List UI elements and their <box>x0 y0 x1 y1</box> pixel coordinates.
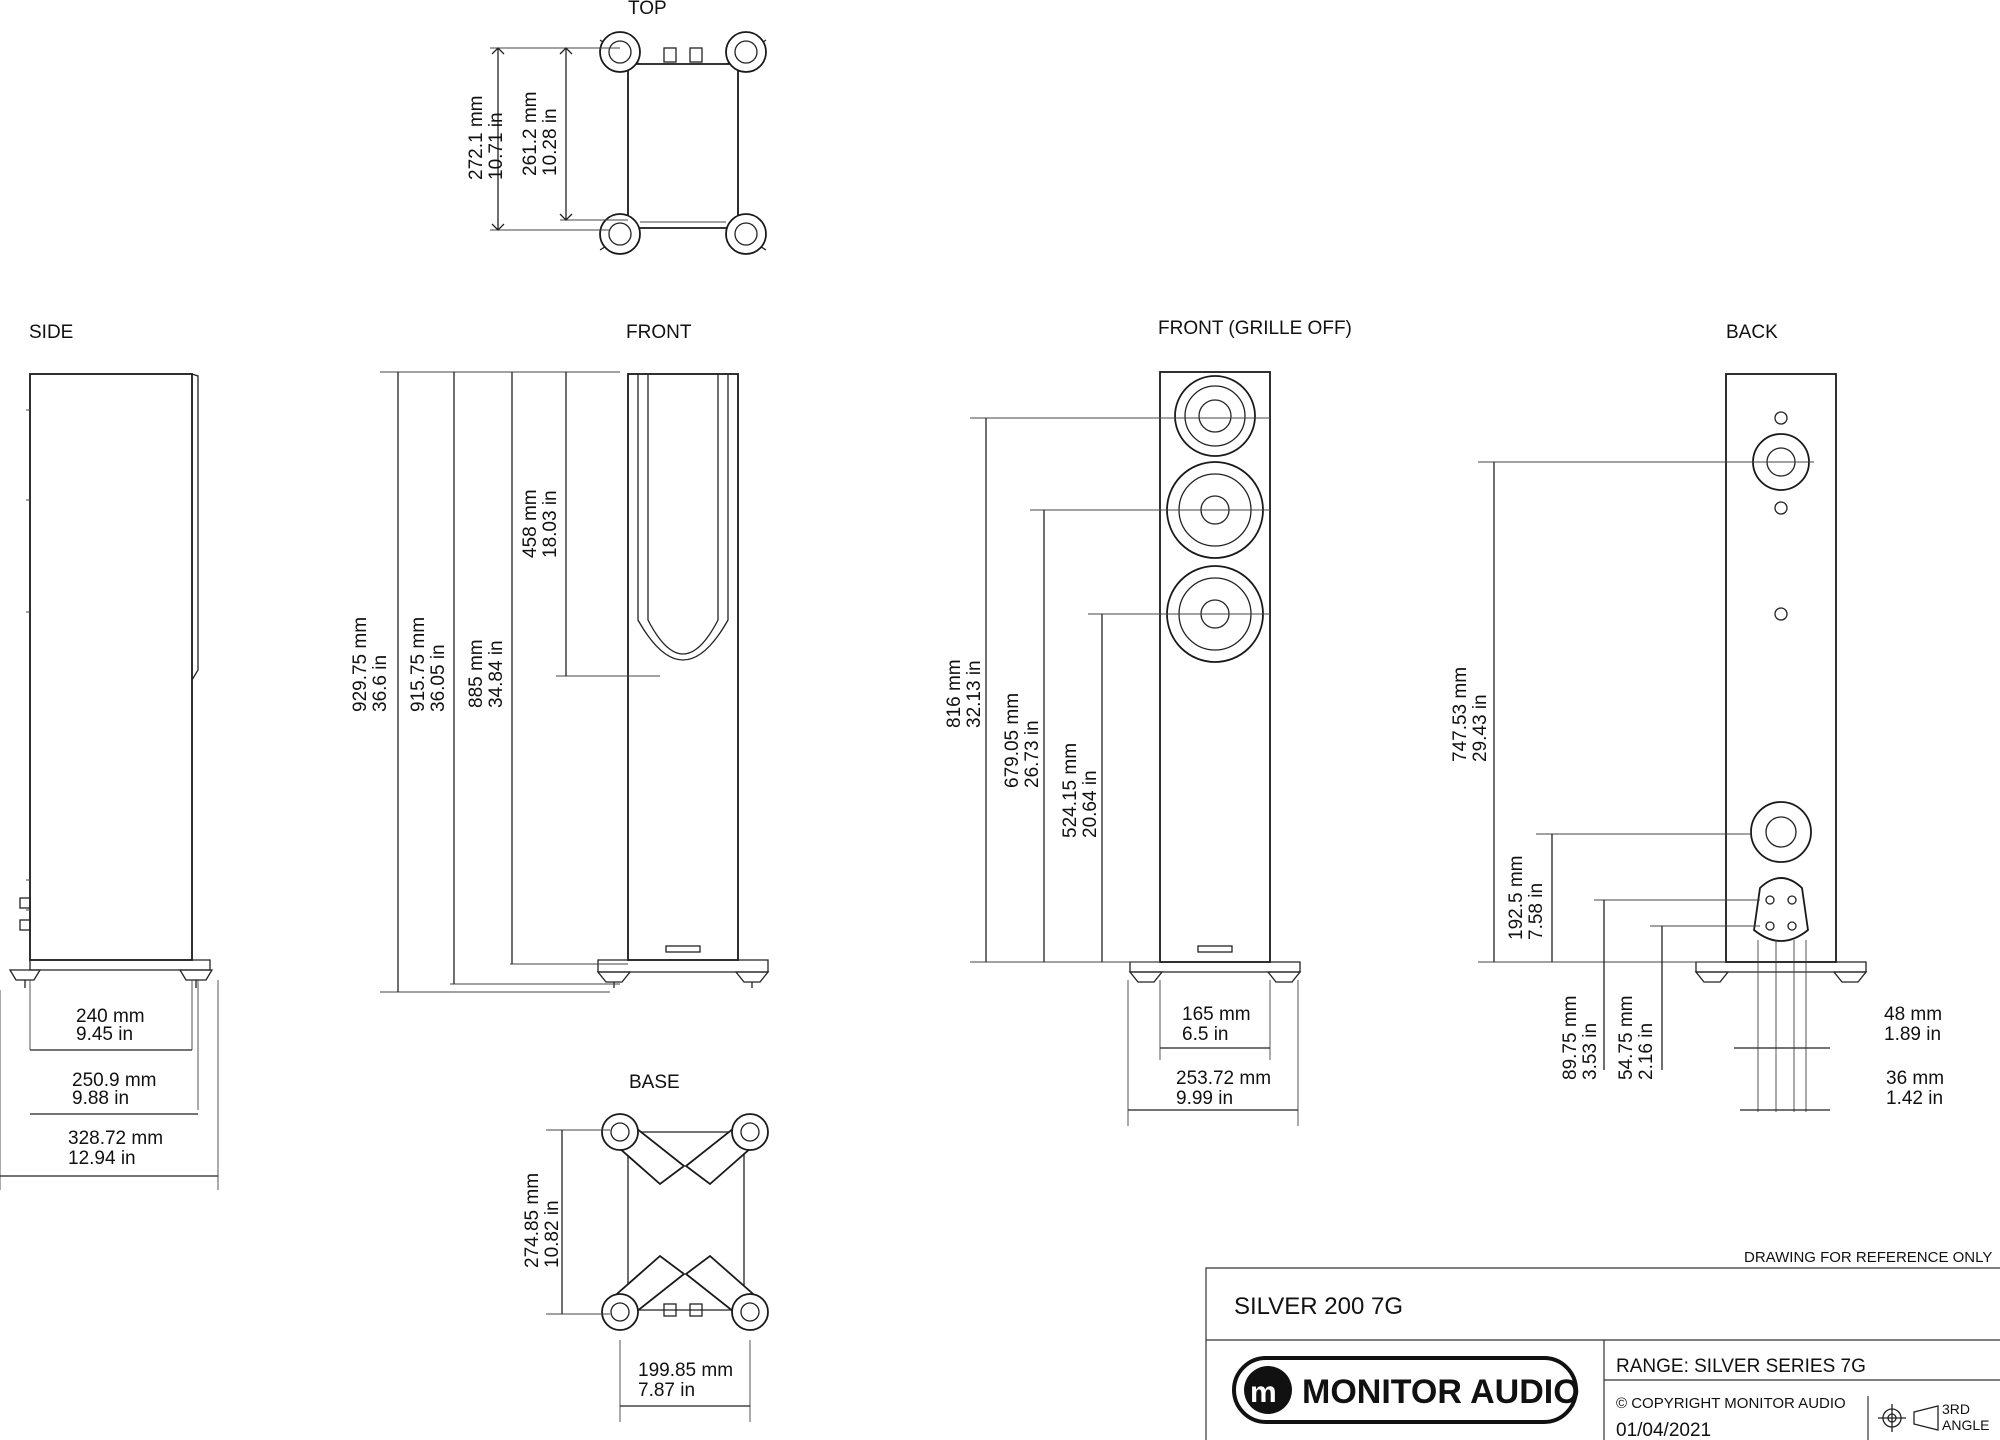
svg-text:7.87 in: 7.87 in <box>638 1380 695 1401</box>
svg-text:250.9 mm: 250.9 mm <box>72 1070 156 1091</box>
dim-port-lower: 192.5 mm 7.58 in <box>1506 856 1547 940</box>
front-view <box>380 371 770 993</box>
svg-text:2.16 in: 2.16 in <box>1636 1023 1657 1080</box>
svg-text:328.72 mm: 328.72 mm <box>68 1128 163 1149</box>
dim-tweeter-height: 816 mm 32.13 in <box>944 659 985 728</box>
dim-terminal-upper: 89.75 mm 3.53 in <box>1560 996 1601 1080</box>
side-view <box>0 373 219 1190</box>
dim-top-depth-inner: 261.2 mm 10.28 in <box>520 92 561 176</box>
range-label: RANGE: SILVER SERIES 7G <box>1616 1356 1866 1377</box>
svg-text:165 mm: 165 mm <box>1182 1004 1251 1025</box>
svg-text:36.6 in: 36.6 in <box>370 655 391 712</box>
svg-text:9.99 in: 9.99 in <box>1176 1088 1233 1109</box>
dim-terminal-width: 48 mm 1.89 in <box>1884 1004 1942 1045</box>
dim-port-upper: 747.53 mm 29.43 in <box>1450 667 1491 762</box>
dim-terminal-lower: 54.75 mm 2.16 in <box>1616 996 1657 1080</box>
svg-text:12.94 in: 12.94 in <box>68 1148 136 1169</box>
svg-text:26.73 in: 26.73 in <box>1022 720 1043 788</box>
back-view <box>1478 373 1868 1112</box>
svg-text:240 mm: 240 mm <box>76 1006 145 1027</box>
view-label-base: BASE <box>629 1072 680 1093</box>
third-angle-projection-icon: 3RD ANGLE <box>1878 1401 1989 1433</box>
svg-text:3RD: 3RD <box>1942 1401 1970 1417</box>
svg-text:192.5 mm: 192.5 mm <box>1506 856 1527 940</box>
reference-note: DRAWING FOR REFERENCE ONLY <box>1744 1249 1992 1266</box>
svg-text:89.75 mm: 89.75 mm <box>1560 996 1581 1080</box>
dim-front-width-total: 253.72 mm 9.99 in <box>1176 1068 1271 1109</box>
dim-height-total: 929.75 mm 36.6 in <box>350 617 391 712</box>
top-view <box>490 31 767 255</box>
view-label-back: BACK <box>1726 322 1778 343</box>
copyright-label: © COPYRIGHT MONITOR AUDIO <box>1616 1395 1846 1412</box>
base-view <box>546 1113 769 1422</box>
svg-text:1.89 in: 1.89 in <box>1884 1024 1941 1045</box>
view-label-side: SIDE <box>29 322 73 343</box>
dim-driver2-height: 524.15 mm 20.64 in <box>1060 743 1101 838</box>
svg-text:36.05 in: 36.05 in <box>428 644 449 712</box>
view-label-front: FRONT <box>626 322 692 343</box>
svg-text:1.42 in: 1.42 in <box>1886 1088 1943 1109</box>
svg-text:9.88 in: 9.88 in <box>72 1088 129 1109</box>
dim-base-depth: 274.85 mm 10.82 in <box>522 1173 563 1268</box>
svg-text:885 mm: 885 mm <box>466 639 487 708</box>
svg-text:272.1 mm: 272.1 mm <box>466 96 487 180</box>
svg-text:54.75 mm: 54.75 mm <box>1616 996 1637 1080</box>
svg-text:679.05 mm: 679.05 mm <box>1002 693 1023 788</box>
svg-text:929.75 mm: 929.75 mm <box>350 617 371 712</box>
svg-text:32.13 in: 32.13 in <box>964 660 985 728</box>
svg-text:7.58 in: 7.58 in <box>1526 883 1547 940</box>
svg-text:36 mm: 36 mm <box>1886 1068 1944 1089</box>
svg-text:261.2 mm: 261.2 mm <box>520 92 541 176</box>
dim-side-depth: 240 mm 9.45 in <box>76 1006 145 1045</box>
dim-front-width: 165 mm 6.5 in <box>1182 1004 1251 1045</box>
svg-text:10.82 in: 10.82 in <box>542 1200 563 1268</box>
dim-side-depth-2: 250.9 mm 9.88 in <box>72 1070 156 1109</box>
svg-text:915.75 mm: 915.75 mm <box>408 617 429 712</box>
svg-text:m: m <box>1250 1376 1277 1409</box>
dim-top-depth: 272.1 mm 10.71 in <box>466 96 507 180</box>
svg-text:458 mm: 458 mm <box>520 489 541 558</box>
dim-base-width: 199.85 mm 7.87 in <box>638 1360 733 1401</box>
svg-text:524.15 mm: 524.15 mm <box>1060 743 1081 838</box>
svg-text:274.85 mm: 274.85 mm <box>522 1173 543 1268</box>
svg-text:253.72 mm: 253.72 mm <box>1176 1068 1271 1089</box>
svg-text:747.53 mm: 747.53 mm <box>1450 667 1471 762</box>
svg-text:18.03 in: 18.03 in <box>540 490 561 558</box>
dim-side-depth-total: 328.72 mm 12.94 in <box>68 1128 163 1169</box>
svg-text:48 mm: 48 mm <box>1884 1004 1942 1025</box>
svg-text:199.85 mm: 199.85 mm <box>638 1360 733 1381</box>
front-grille-off-view <box>970 371 1302 1126</box>
dim-grille-arch: 458 mm 18.03 in <box>520 489 561 558</box>
svg-text:9.45 in: 9.45 in <box>76 1024 133 1045</box>
svg-text:10.28 in: 10.28 in <box>540 108 561 176</box>
dim-terminal-spacing: 36 mm 1.42 in <box>1886 1068 1944 1109</box>
svg-text:10.71 in: 10.71 in <box>486 112 507 180</box>
view-label-top: TOP <box>628 0 667 19</box>
dim-height-cabinet: 885 mm 34.84 in <box>466 639 507 708</box>
monitor-audio-logo-icon: m MONITOR AUDIO <box>1232 1356 1580 1424</box>
svg-text:6.5 in: 6.5 in <box>1182 1024 1228 1045</box>
dim-height-2: 915.75 mm 36.05 in <box>408 617 449 712</box>
svg-text:34.84 in: 34.84 in <box>486 640 507 708</box>
svg-text:816 mm: 816 mm <box>944 659 965 728</box>
title-block: DRAWING FOR REFERENCE ONLY SILVER 200 7G… <box>1205 1249 2000 1440</box>
svg-text:3.53 in: 3.53 in <box>1580 1023 1601 1080</box>
svg-text:29.43 in: 29.43 in <box>1470 694 1491 762</box>
svg-text:ANGLE: ANGLE <box>1942 1417 1989 1433</box>
dim-driver1-height: 679.05 mm 26.73 in <box>1002 693 1043 788</box>
view-label-front-grille-off: FRONT (GRILLE OFF) <box>1158 318 1352 339</box>
logo-text: MONITOR AUDIO <box>1302 1373 1580 1411</box>
svg-text:20.64 in: 20.64 in <box>1080 770 1101 838</box>
drawing-date: 01/04/2021 <box>1616 1420 1711 1440</box>
model-name: SILVER 200 7G <box>1234 1293 1403 1320</box>
